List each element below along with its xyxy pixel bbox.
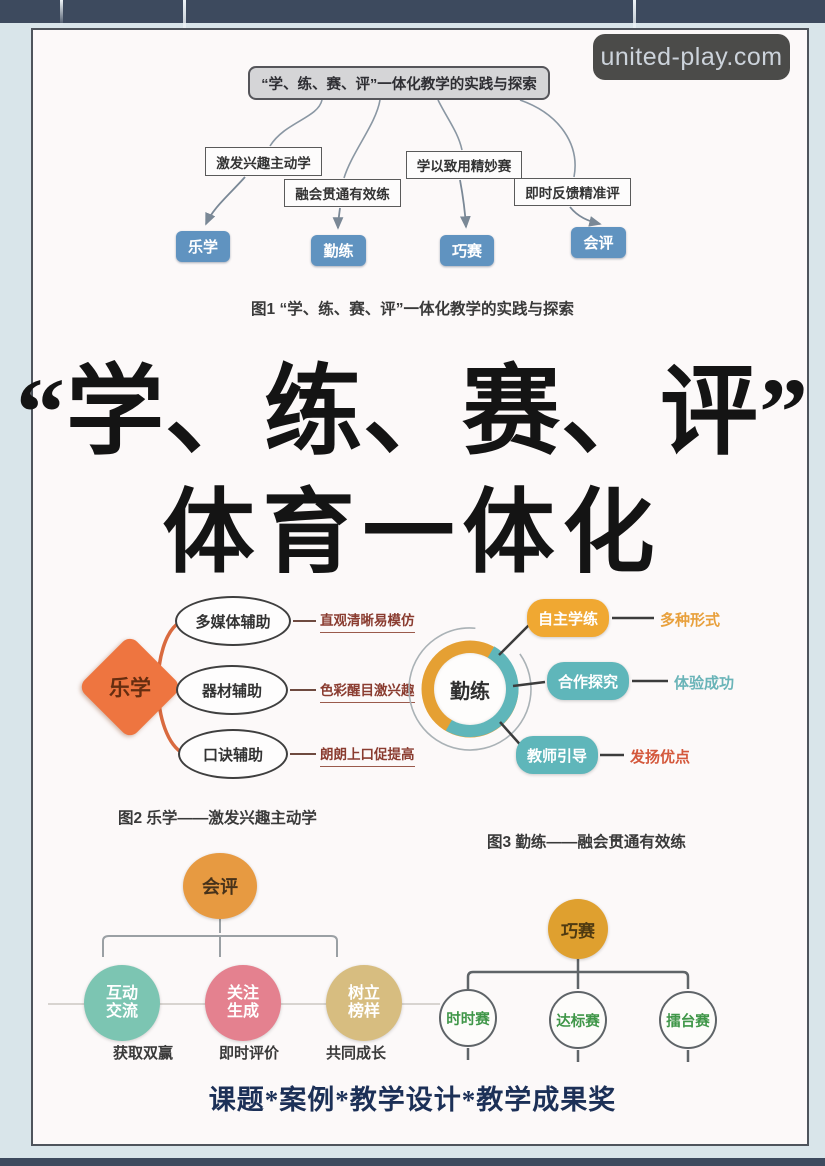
divider-line: [60, 0, 63, 27]
fig3-pill-cooperate: 合作探究: [547, 662, 629, 700]
fig1-branch-compete: 学以致用精妙赛: [406, 151, 522, 179]
watermark-badge: united-play.com: [593, 34, 790, 80]
fig3-caption: 图3 勤练——融会贯通有效练: [487, 830, 686, 852]
fig5-circle-arena-label: 擂台赛: [666, 1013, 710, 1030]
fig4-sub-3-text: 共同成长: [325, 1045, 386, 1062]
fig2-note-3-text: 朗朗上口促提高: [320, 747, 415, 762]
fig1-node-qiaosai: 巧赛: [440, 235, 494, 266]
fig3-note-3: 发扬优点: [630, 746, 690, 767]
fig3-note-1: 多种形式: [660, 609, 720, 630]
fig4-circle-model-line2: 榜样: [347, 1003, 380, 1020]
fig4-circle-model: 树立 榜样: [326, 965, 402, 1041]
fig2-ellipse-multimedia-label: 多媒体辅助: [195, 613, 271, 631]
fig3-note-2-text: 体验成功: [674, 675, 735, 692]
main-title-line2: 体育一体化: [0, 458, 825, 591]
fig3-note-1-text: 多种形式: [660, 612, 721, 629]
fig3-pill-selfstudy: 自主学练: [527, 599, 609, 637]
main-title-line1-text: “学、练、赛、评”: [15, 359, 809, 467]
main-title-line2-text: 体育一体化: [162, 482, 663, 584]
fig1-node-qinlian-label: 勤练: [323, 243, 354, 260]
fig2-ellipse-mnemonic: 口诀辅助: [178, 729, 288, 779]
fig1-branch-practice: 融会贯通有效练: [284, 179, 401, 207]
fig1-branch-learn-label: 激发兴趣主动学: [216, 155, 311, 171]
fig4-root-label: 会评: [202, 877, 238, 897]
fig5-circle-standard-label: 达标赛: [556, 1013, 600, 1030]
fig2-note-2: 色彩醒目激兴趣: [320, 679, 415, 703]
fig3-hub-label: 勤练: [450, 680, 490, 703]
fig1-node-huiping: 会评: [571, 227, 626, 258]
fig2-diamond-label: 乐学: [93, 650, 167, 724]
main-title-line1: “学、练、赛、评”: [0, 332, 825, 474]
fig4-circle-model-line1: 树立: [347, 984, 380, 1002]
fig1-node-lexue: 乐学: [176, 231, 230, 262]
watermark-text: united-play.com: [600, 42, 783, 71]
footer-slogan: 课题*案例*教学设计*教学成果奖: [0, 1078, 825, 1117]
fig2-ellipse-equipment: 器材辅助: [176, 665, 288, 715]
fig4-root-circle: 会评: [183, 853, 257, 919]
content-panel: [31, 28, 809, 1146]
fig3-pill-cooperate-label: 合作探究: [557, 673, 618, 691]
fig1-branch-evaluate-label: 即时反馈精准评: [525, 186, 620, 201]
fig1-root-box: “学、练、赛、评”一体化教学的实践与探索: [248, 66, 550, 100]
fig5-circle-timed: 时时赛: [439, 989, 497, 1047]
fig2-ellipse-multimedia: 多媒体辅助: [175, 596, 291, 646]
fig1-branch-compete-label: 学以致用精妙赛: [416, 159, 512, 174]
fig5-circle-arena: 擂台赛: [659, 991, 717, 1049]
fig2-note-1: 直观清晰易模仿: [320, 609, 415, 633]
fig2-diamond-text: 乐学: [109, 677, 151, 700]
fig2-caption: 图2 乐学——激发兴趣主动学: [118, 806, 317, 828]
fig5-circle-timed-label: 时时赛: [446, 1011, 490, 1028]
fig3-note-2: 体验成功: [674, 672, 734, 693]
bottom-window-bar: [0, 1158, 825, 1166]
fig5-root-label: 巧赛: [561, 921, 595, 941]
fig3-pill-teacher-label: 教师引导: [526, 747, 587, 765]
fig1-caption-text: 图1 “学、练、赛、评”一体化教学的实践与探索: [251, 301, 574, 318]
fig3-caption-text: 图3 勤练——融会贯通有效练: [487, 834, 686, 851]
fig2-note-2-text: 色彩醒目激兴趣: [320, 683, 415, 698]
fig1-caption: 图1 “学、练、赛、评”一体化教学的实践与探索: [0, 297, 825, 319]
fig4-circle-focus-line2: 生成: [226, 1003, 259, 1020]
fig5-circle-standard: 达标赛: [549, 991, 607, 1049]
fig1-root-label: “学、练、赛、评”一体化教学的实践与探索: [261, 76, 537, 93]
fig1-node-huiping-label: 会评: [583, 235, 614, 252]
fig4-circle-interact-line1: 互动: [105, 984, 138, 1002]
fig3-pill-teacher: 教师引导: [516, 736, 598, 774]
fig4-circle-focus-line1: 关注: [226, 984, 259, 1002]
fig4-circle-focus: 关注 生成: [205, 965, 281, 1041]
fig2-ellipse-equipment-label: 器材辅助: [201, 682, 262, 700]
fig4-circle-interact: 互动 交流: [84, 965, 160, 1041]
fig4-circle-interact-line2: 交流: [105, 1003, 138, 1020]
footer-slogan-text: 课题*案例*教学设计*教学成果奖: [208, 1085, 617, 1115]
fig1-node-qinlian: 勤练: [311, 235, 366, 266]
fig4-sub-2-text: 即时评价: [218, 1045, 279, 1062]
fig2-caption-text: 图2 乐学——激发兴趣主动学: [118, 810, 317, 827]
fig4-sub-1: 获取双赢: [105, 1042, 181, 1063]
fig4-sub-3: 共同成长: [318, 1042, 394, 1063]
fig1-node-qiaosai-label: 巧赛: [451, 243, 482, 260]
fig4-sub-2: 即时评价: [211, 1042, 287, 1063]
fig3-pill-selfstudy-label: 自主学练: [537, 610, 598, 628]
fig3-hub-circle: 勤练: [434, 653, 506, 725]
fig1-branch-evaluate: 即时反馈精准评: [514, 178, 631, 206]
fig5-root-circle: 巧赛: [548, 899, 608, 959]
fig2-note-3: 朗朗上口促提高: [320, 743, 415, 767]
fig1-branch-practice-label: 融会贯通有效练: [295, 187, 390, 202]
fig1-branch-learn: 激发兴趣主动学: [205, 147, 322, 176]
fig2-note-1-text: 直观清晰易模仿: [320, 613, 415, 628]
top-window-bar: [0, 0, 825, 23]
fig3-note-3-text: 发扬优点: [630, 749, 691, 766]
fig2-ellipse-mnemonic-label: 口诀辅助: [202, 746, 263, 764]
fig4-sub-1-text: 获取双赢: [112, 1045, 173, 1062]
fig1-node-lexue-label: 乐学: [187, 239, 218, 256]
